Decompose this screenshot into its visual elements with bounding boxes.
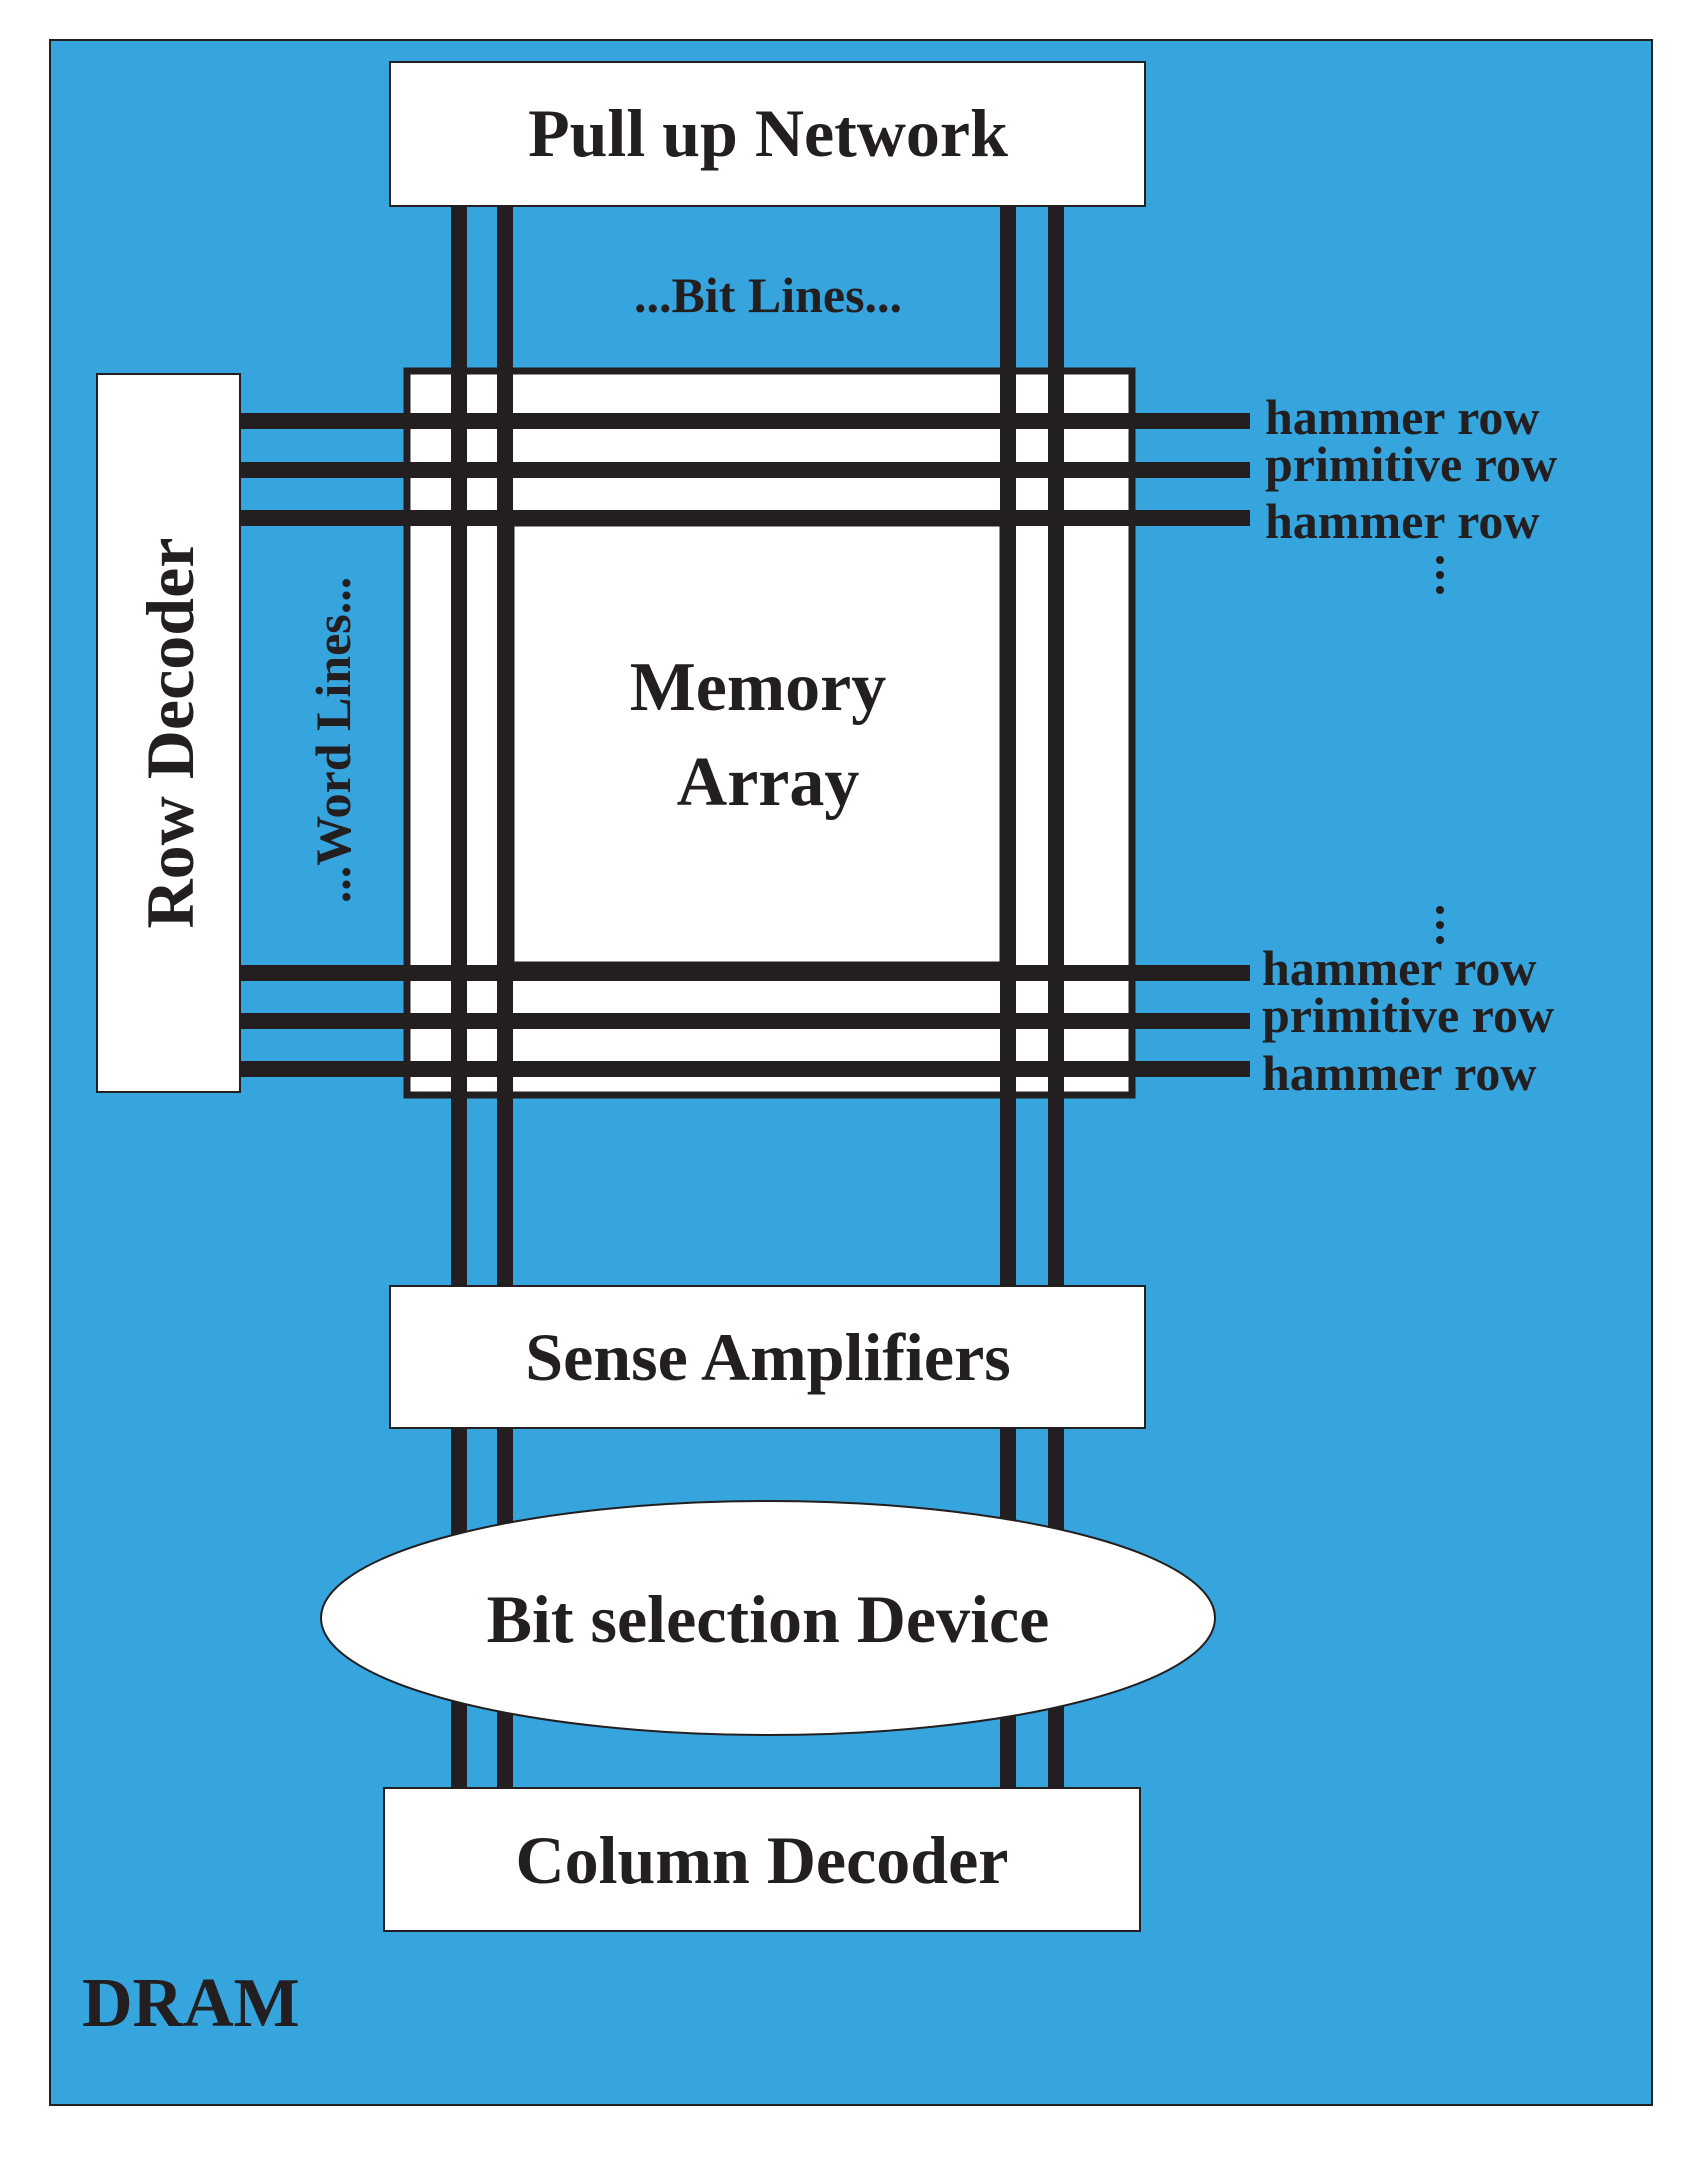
word-line-top-primitive [240,462,1250,478]
sense-amplifiers-label: Sense Amplifiers [525,1319,1010,1395]
row-label-top-hammer-2: hammer row [1265,493,1540,549]
word-lines-label: ...Word Lines... [305,577,361,903]
word-line-bottom-primitive [240,1013,1250,1029]
row-label-top-primitive: primitive row [1265,436,1557,492]
word-line-bottom-hammer-1 [240,965,1250,981]
dram-label: DRAM [82,1965,300,2042]
pull-up-network-block: Pull up Network [389,61,1146,207]
row-label-bottom-hammer-2: hammer row [1262,1045,1537,1101]
row-label-bottom-primitive: primitive row [1262,987,1554,1043]
memory-array-label-line1: Memory [630,649,887,726]
memory-array-label-line2: Array [677,744,860,821]
bottom-rows-ellipsis [1436,906,1444,944]
top-rows-ellipsis [1436,556,1444,594]
bit-lines-label: ...Bit Lines... [634,267,902,323]
column-decoder-label: Column Decoder [516,1822,1009,1898]
row-decoder-label: Row Decoder [132,538,208,929]
sense-amplifiers-block: Sense Amplifiers [389,1285,1146,1429]
row-label-bottom-hammer-1: hammer row [1262,940,1537,996]
word-lines [240,413,1250,1077]
row-decoder-block: Row Decoder [96,373,241,1093]
pull-up-network-label: Pull up Network [528,95,1008,171]
row-label-top-hammer-1: hammer row [1265,389,1540,445]
column-decoder-block: Column Decoder [383,1787,1141,1932]
bit-selection-device-block: Bit selection Device [320,1500,1216,1736]
array-frame-overlay [404,368,1135,1098]
bit-selection-device-label: Bit selection Device [487,1581,1050,1657]
word-line-top-hammer-1 [240,413,1250,429]
word-line-bottom-hammer-2 [240,1061,1250,1077]
word-line-top-hammer-2 [240,510,1250,526]
